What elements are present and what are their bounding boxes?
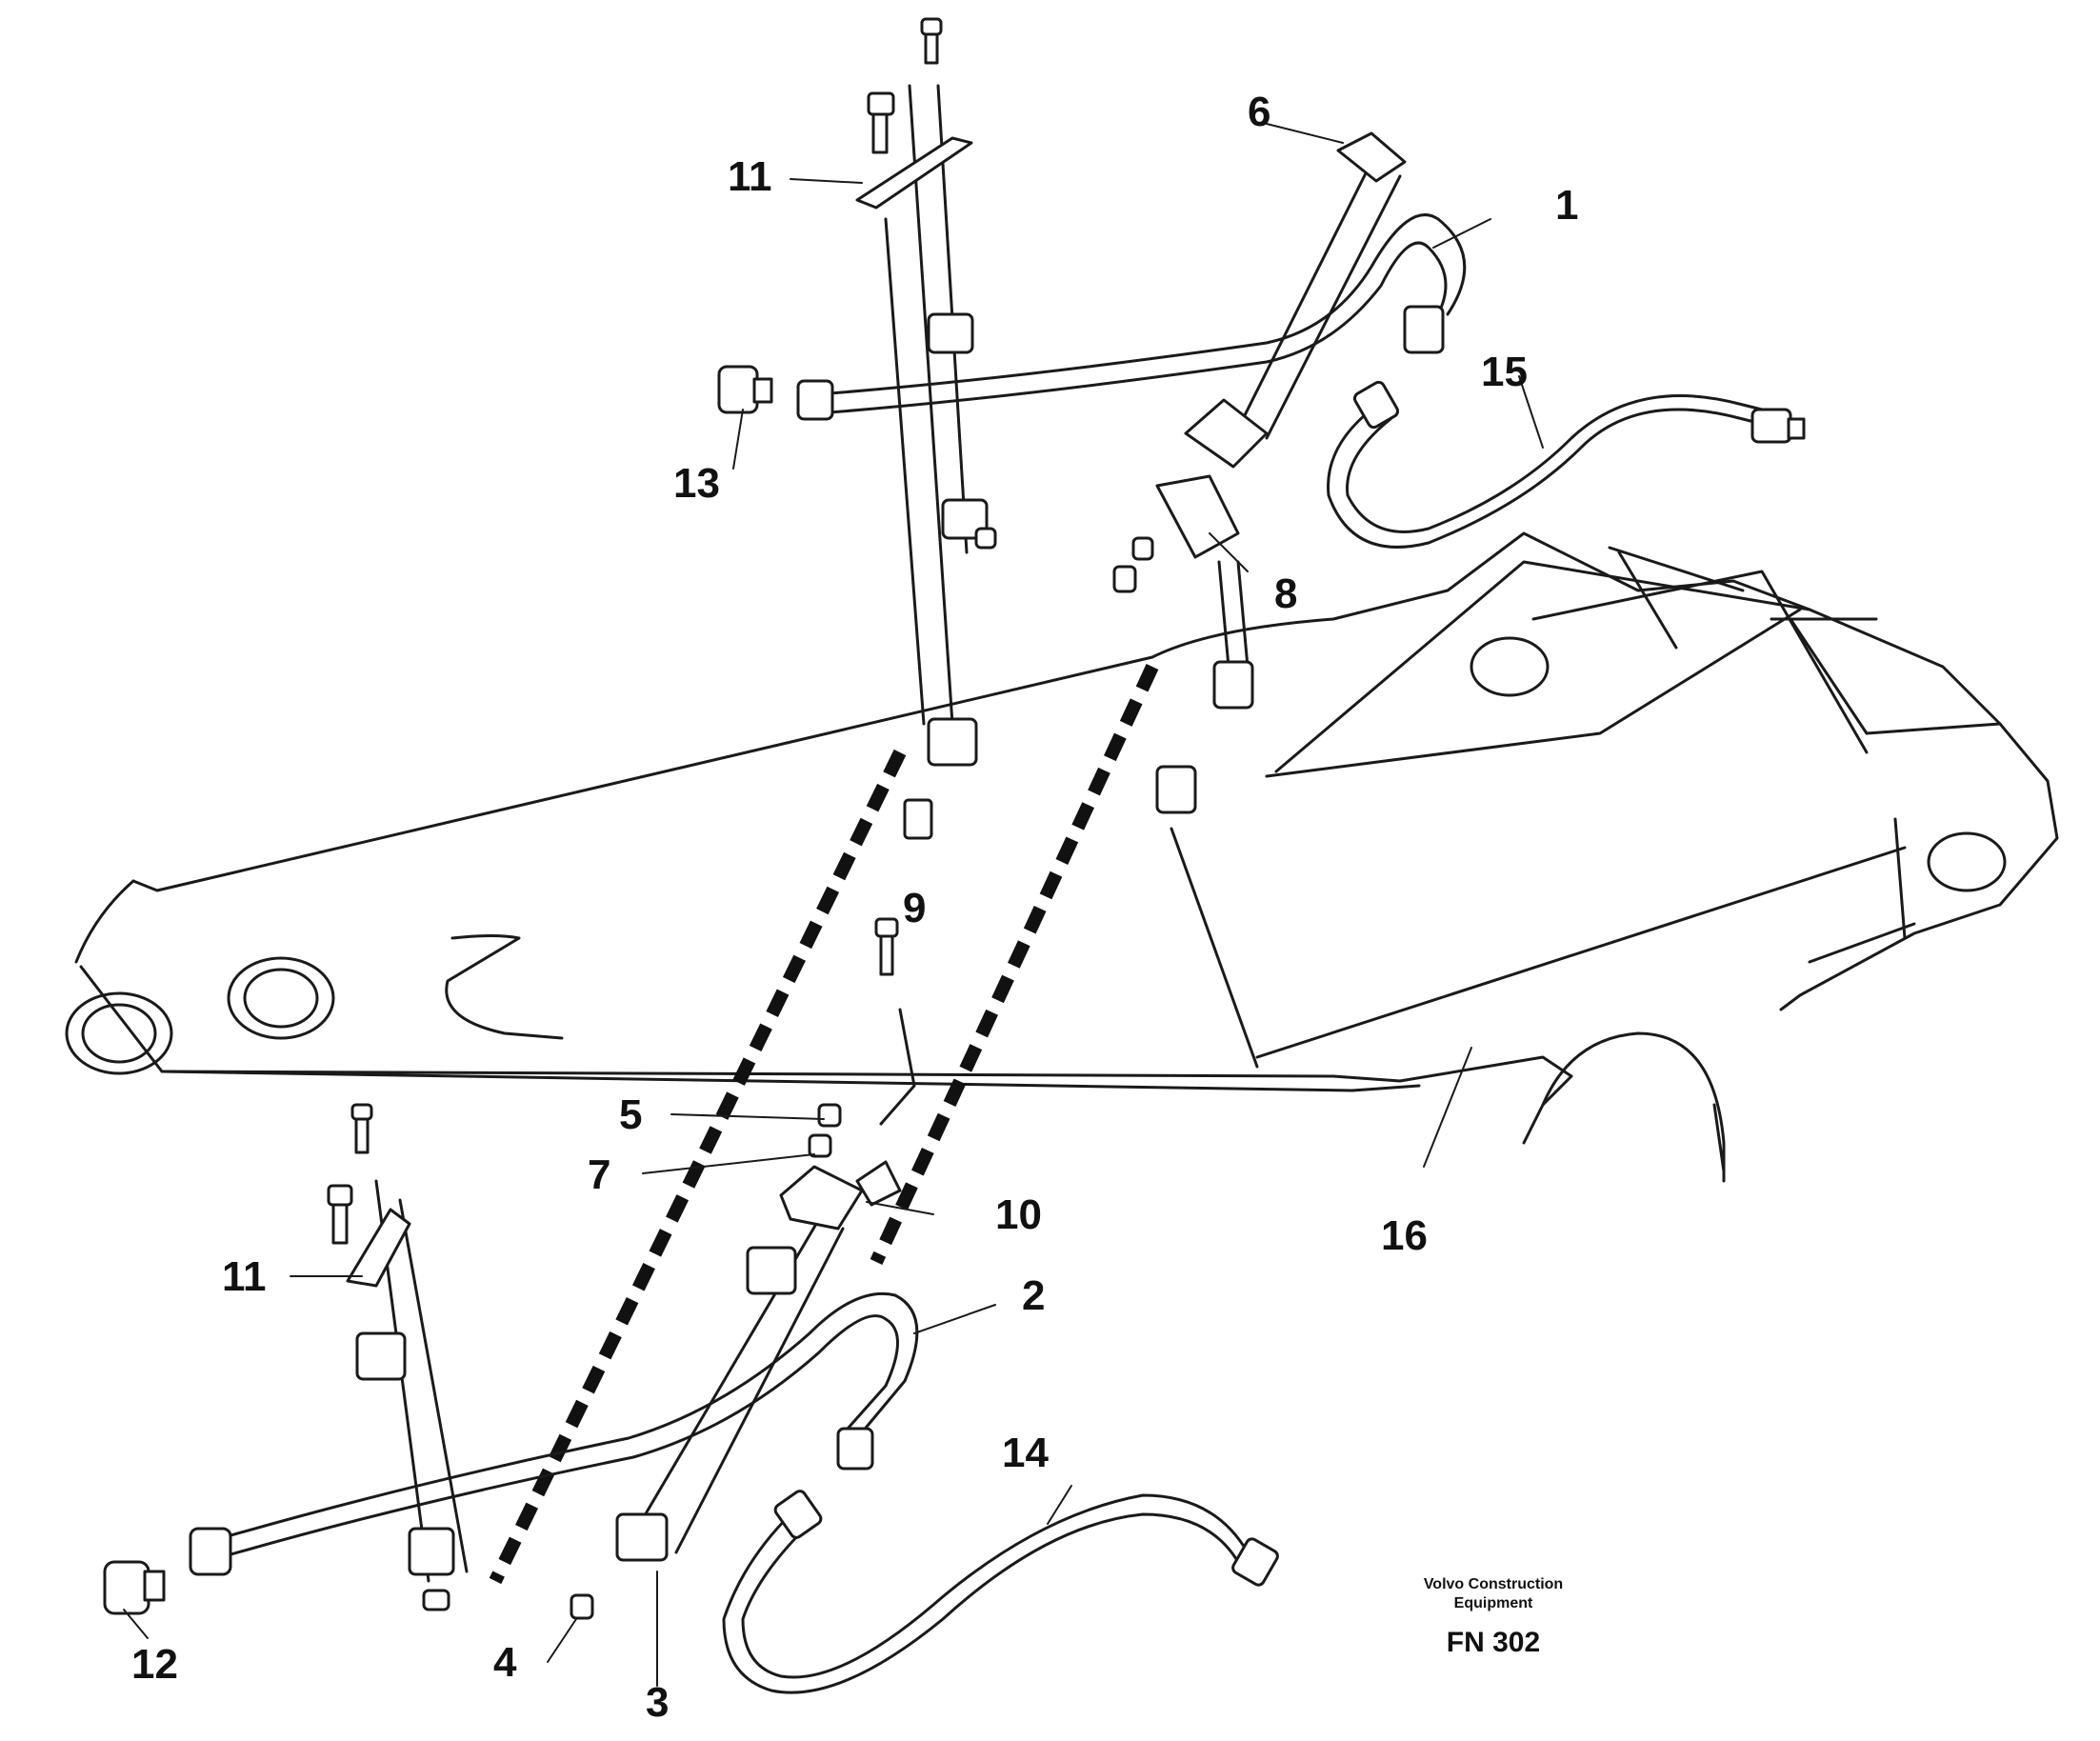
brand-line-2: Equipment [1454, 1595, 1533, 1611]
callout-4: 4 [493, 1639, 517, 1686]
callout-11-upper: 11 [728, 153, 772, 200]
figure-code: FN 302 [1447, 1627, 1540, 1658]
callout-12: 12 [131, 1641, 178, 1688]
callout-1: 1 [1555, 182, 1578, 229]
callout-7: 7 [588, 1151, 610, 1198]
callout-9: 9 [903, 885, 926, 931]
callout-13: 13 [673, 460, 720, 507]
callout-5: 5 [619, 1091, 642, 1138]
boom-arm [65, 531, 2059, 1183]
brand-line-1: Volvo Construction [1424, 1576, 1563, 1592]
callout-labels: 1 2 3 4 5 6 7 8 9 10 11 11 12 13 14 15 1… [131, 89, 1578, 1726]
callout-15: 15 [1481, 349, 1528, 395]
footer-block: Volvo Construction Equipment FN 302 [1424, 1576, 1563, 1658]
hose-14 [722, 1490, 1279, 1694]
callout-14: 14 [1002, 1430, 1049, 1476]
callout-10: 10 [995, 1191, 1042, 1238]
upper-clamp-assembly [1112, 131, 1407, 814]
callout-2: 2 [1022, 1272, 1045, 1319]
callout-leaders [123, 123, 1544, 1687]
lower-tube-2 [103, 917, 919, 1620]
callout-11-lower: 11 [222, 1253, 267, 1300]
callout-3: 3 [646, 1679, 669, 1726]
callout-16: 16 [1381, 1212, 1428, 1259]
callout-6: 6 [1248, 89, 1270, 135]
callout-8: 8 [1274, 570, 1297, 617]
hose-15 [1327, 380, 1806, 549]
upper-tube-1 [717, 17, 1467, 840]
